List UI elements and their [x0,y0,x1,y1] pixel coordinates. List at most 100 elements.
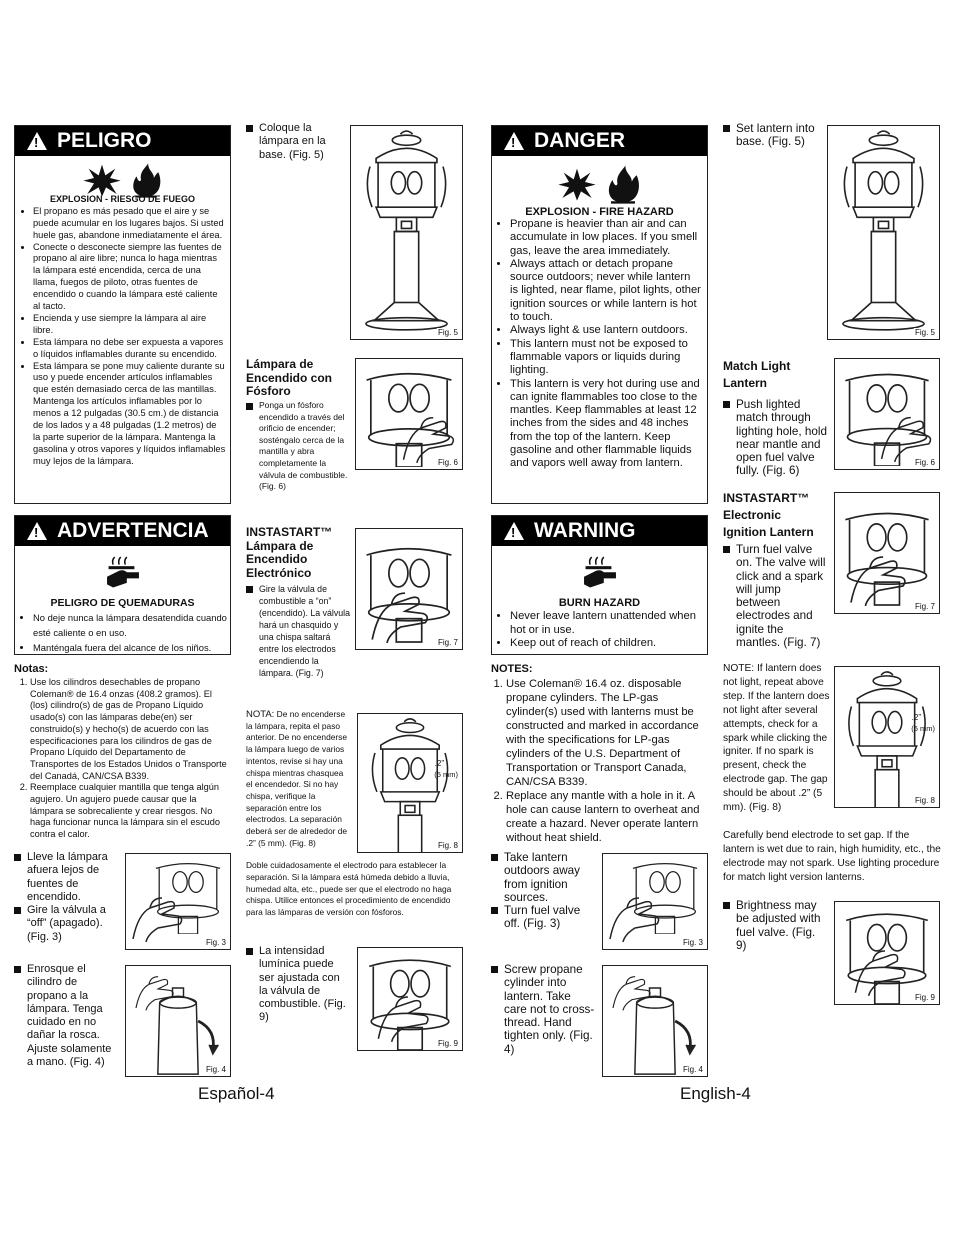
notas-section: Notas: Use los cilindros desechables de … [14,663,232,841]
figure-8-es: .2” (5 mm) Fig. 8 [357,713,463,853]
es-step-fig4: Enrosque el cilindro de propano a la lám… [14,963,119,1069]
bullet-square-icon [246,403,253,410]
warning-triangle-icon [504,132,524,150]
list-item: Never leave lantern unattended when hot … [510,610,707,637]
es-step-fig3b: Gire la válvula a “off” (apagado). (Fig.… [14,904,119,944]
brightness-illustration [358,948,462,1050]
advertencia-hazard: PELIGRO DE QUEMADURAS [50,597,195,609]
list-item: Always attach or detach propane source o… [510,258,701,324]
fig-label: Fig. 5 [436,328,459,337]
fig-label: Fig. 9 [436,1039,459,1048]
danger-header: DANGER [492,126,707,156]
peligro-bullets: El propano es más pesado que el aire y s… [15,206,230,468]
igniter-illustration [835,493,939,607]
advertencia-box: ADVERTENCIA PELIGRO DE QUEMADURAS No dej… [14,515,231,655]
bullet-square-icon [246,948,253,955]
bullet-square-icon [491,966,498,973]
en-step-fig6: Push lighted match through lighting hole… [723,398,831,478]
list-item: Always light & use lantern outdoors. [510,324,701,337]
fig-label: Fig. 7 [436,638,459,647]
es-step-fig9: La intensidad lumínica puede ser ajustad… [246,945,351,1025]
fire-icon [128,162,164,198]
brightness-illustration [835,902,939,1004]
warning-box: WARNING BURN HAZARD Never leave lantern … [491,515,708,655]
gap-mm-label: (5 mm) [434,770,458,779]
electrode-gap-illustration [846,671,928,807]
bullet-square-icon [246,125,253,132]
notes-title: NOTES: [491,663,533,675]
list-item: Use Coleman® 16.4 oz. disposable propane… [506,677,709,789]
list-item: Propane is heavier than air and can accu… [510,218,701,258]
list-item: No deje nunca la lámpara desatendida cua… [33,610,230,640]
page-number-es: Español-4 [198,1084,275,1103]
warning-bullets: Never leave lantern unattended when hot … [492,610,707,651]
burn-icon [580,554,620,592]
fig-label: Fig. 6 [436,458,459,467]
gap-label: .2” [434,759,444,768]
fig-label: Fig. 7 [913,602,936,611]
nota-label: NOTA: [246,709,275,720]
fig-label: Fig. 3 [681,938,704,947]
lantern-valve-illustration [132,862,221,943]
danger-box: DANGER EXPLOSION - FIRE HAZARD Propane i… [491,125,708,504]
fig-label: Fig. 5 [913,328,936,337]
fig-label: Fig. 9 [913,993,936,1002]
advertencia-bullets: No deje nunca la lámpara desatendida cua… [15,610,230,655]
figure-9-en: Fig. 9 [834,901,940,1005]
list-item: Keep out of reach of children. [510,637,707,651]
warning-hazard: BURN HAZARD [558,597,641,609]
danger-hazard: EXPLOSION - FIRE HAZARD [525,206,674,218]
list-item: Encienda y use siempre la lámpara al air… [33,313,226,337]
fire-icon [603,162,643,206]
es-nota: NOTA: De no encenderse la lámpara, repit… [246,709,348,848]
es-step-fig7: Gire la válvula de combustible a “on” (e… [246,583,351,679]
fig-label: Fig. 4 [204,1065,227,1074]
cylinder-illustration [612,976,697,1076]
match-light-illustration [835,359,932,469]
peligro-hazard: EXPLOSION - RIESGO DE FUEGO [49,194,196,204]
match-light-illustration [356,359,455,469]
gap-label: .2” [911,713,921,722]
bullet-square-icon [723,125,730,132]
warning-header: WARNING [492,516,707,546]
figure-6-es: Fig. 6 [355,358,463,470]
list-item: Replace any mantle with a hole in it. A … [506,789,709,845]
es-nota-cont: Doble cuidadosamente el electrodo para e… [246,860,452,918]
es-step-fig3a: Lleve la lámpara afuera lejos de fuentes… [14,851,119,904]
list-item: Esta lámpara no debe ser expuesta a vapo… [33,337,226,361]
gap-mm-label: (5 mm) [911,724,935,733]
notas-title: Notas: [14,663,49,675]
es-insta-title: INSTASTART™ Lámpara de Encendido Electró… [246,525,333,580]
list-item: Esta lámpara se pone muy caliente durant… [33,361,226,468]
list-item: This lantern is very hot during use and … [510,378,701,471]
notes-section: NOTES: Use Coleman® 16.4 oz. disposable … [491,663,709,845]
bullet-square-icon [491,907,498,914]
cylinder-illustration [135,976,220,1076]
figure-5-es: Fig. 5 [350,125,463,340]
fig-label: Fig. 4 [681,1065,704,1074]
bullet-square-icon [723,546,730,553]
figure-3-es: Fig. 3 [125,853,231,950]
en-note: NOTE: If lantern does not light, repeat … [723,663,830,814]
en-step-fig3a: Take lantern outdoors away from ignition… [491,851,596,904]
bullet-square-icon [14,966,21,973]
figure-7-es: Fig. 7 [355,528,463,650]
page-number-en: English-4 [680,1084,751,1103]
lantern-illustration [351,126,462,339]
explosion-icon [82,162,122,198]
es-step-fig5: Coloque la lámpara en la base. (Fig. 5) [246,122,346,162]
en-insta-title: INSTASTART™ Electronic Ignition Lantern [723,491,814,539]
warning-triangle-icon [27,132,47,150]
bullet-square-icon [14,854,21,861]
list-item: Conecte o desconecte siempre las fuentes… [33,242,226,313]
bullet-square-icon [723,902,730,909]
figure-3-en: Fig. 3 [602,853,708,950]
burn-icon [103,554,143,592]
en-step-fig5: Set lantern into base. (Fig. 5) [723,122,823,149]
en-step-fig3b: Turn fuel valve off. (Fig. 3) [491,904,596,931]
peligro-box: PELIGRO EXPLOSION - RIESGO DE FUEGO El p… [14,125,231,504]
fig-label: Fig. 8 [436,841,459,850]
list-item: Manténgala fuera del alcance de los niño… [33,640,230,655]
figure-4-es: Fig. 4 [125,965,231,1077]
bullet-square-icon [246,586,253,593]
